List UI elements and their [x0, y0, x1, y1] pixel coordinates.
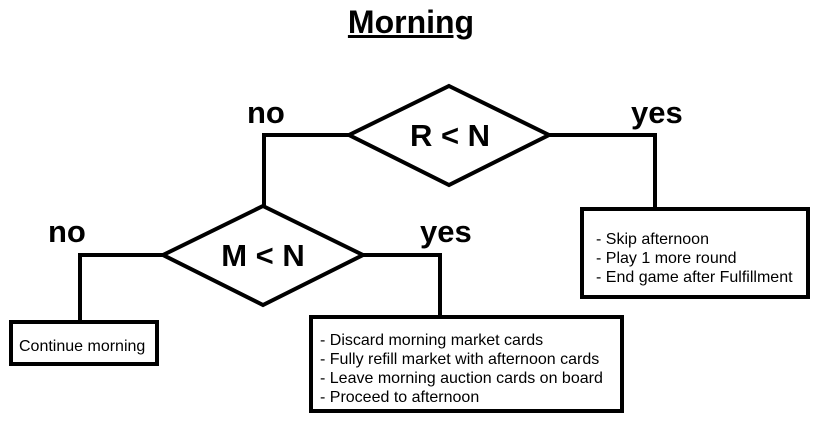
- connector-rn-no: [262, 133, 349, 206]
- label-mn-yes: yes: [420, 214, 472, 249]
- outcome-text: Continue morning: [19, 338, 146, 355]
- condition-rn: R < N: [409, 118, 491, 153]
- connector-mn-yes: [363, 253, 442, 317]
- list-item: Leave morning auction cards on board: [320, 369, 620, 388]
- list-item: Play 1 more round: [596, 249, 806, 268]
- list-item: Proceed to afternoon: [320, 388, 620, 407]
- decision-diamond-mn: [158, 203, 368, 308]
- list-item: End game after Fulfillment: [596, 268, 806, 287]
- condition-mn: M < N: [221, 238, 305, 273]
- diagram-title: Morning: [347, 4, 475, 40]
- decision-diamond-rn: [344, 83, 554, 188]
- connector-mn-no: [78, 253, 163, 322]
- label-mn-no: no: [48, 214, 86, 249]
- list-item: Discard morning market cards: [320, 331, 620, 350]
- outcome-box-continue-morning: Continue morning: [9, 320, 159, 366]
- outcome-box-proceed-afternoon: Discard morning market cards Fully refil…: [309, 315, 624, 413]
- list-item: Skip afternoon: [596, 230, 806, 249]
- outcome-box-skip-afternoon: Skip afternoon Play 1 more round End gam…: [580, 207, 810, 299]
- label-rn-no: no: [247, 95, 285, 130]
- connector-rn-yes: [549, 133, 657, 208]
- label-rn-yes: yes: [631, 95, 683, 130]
- list-item: Fully refill market with afternoon cards: [320, 350, 620, 369]
